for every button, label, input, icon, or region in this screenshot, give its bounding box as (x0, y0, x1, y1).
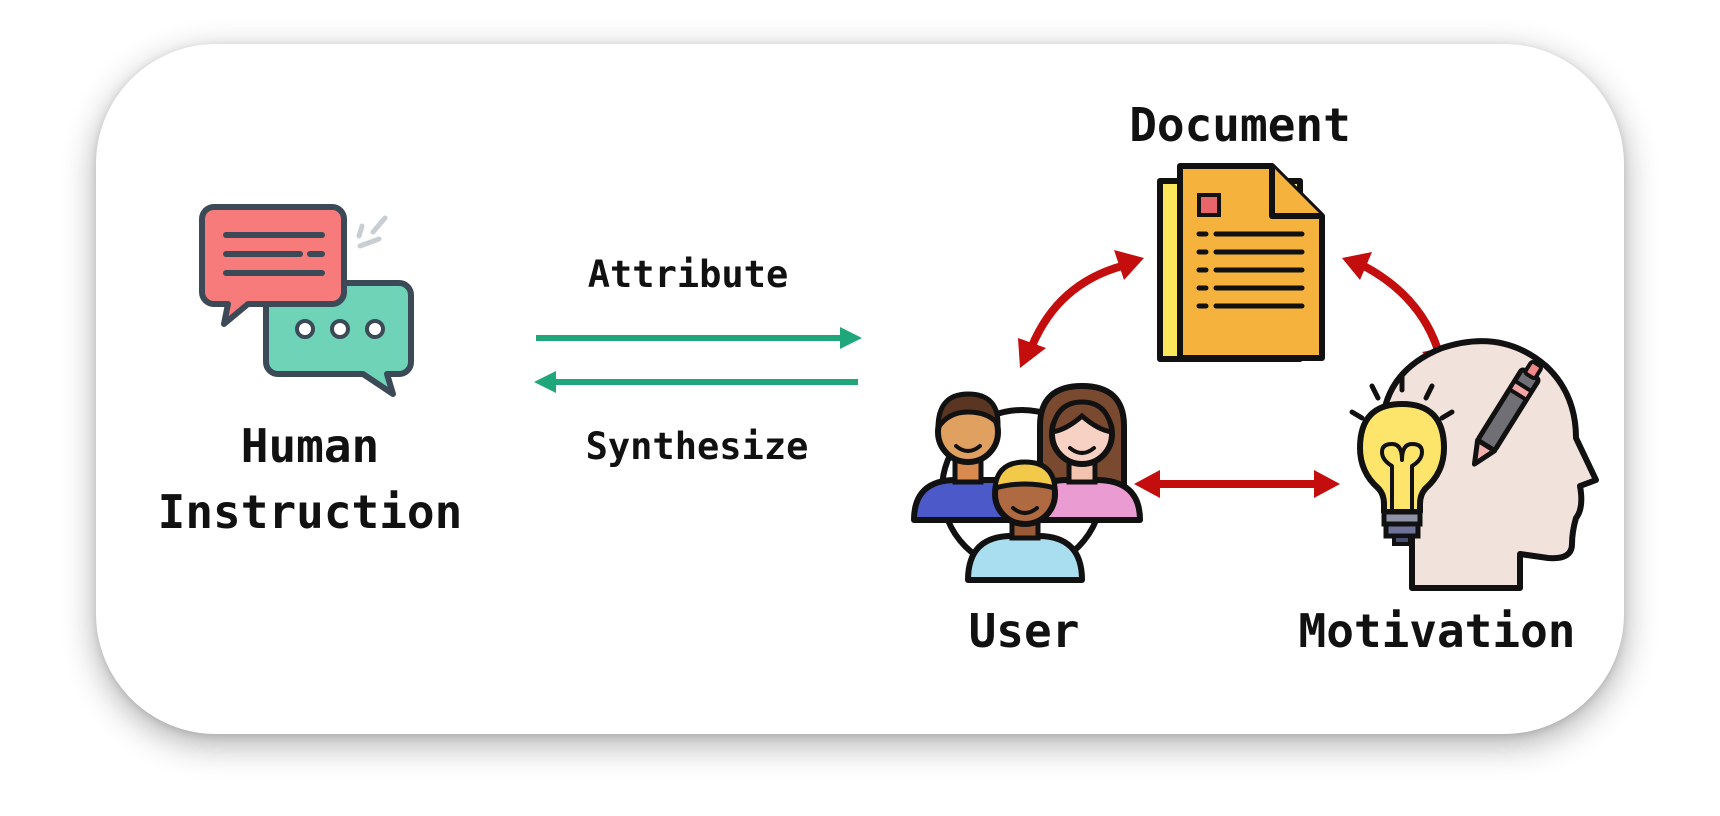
attribute-label: Attribute (588, 253, 788, 296)
chat-bubbles-icon (199, 204, 414, 397)
document-icon (1157, 163, 1325, 362)
motivation-label: Motivation (1299, 604, 1576, 658)
user-label: User (969, 604, 1080, 658)
document-user-arrow (1018, 250, 1144, 368)
document-label: Document (1129, 98, 1351, 152)
attribute-arrow (536, 327, 862, 349)
diagram-card (96, 44, 1624, 734)
synthesize-label: Synthesize (586, 425, 809, 468)
synthesize-arrow (534, 371, 858, 393)
user-motivation-arrow (1134, 470, 1340, 498)
human-instruction-label-line1: Human (241, 419, 379, 473)
human-instruction-label-line2: Instruction (158, 485, 463, 539)
lightbulb-head-icon (1349, 338, 1599, 591)
users-group-icon (911, 383, 1143, 583)
